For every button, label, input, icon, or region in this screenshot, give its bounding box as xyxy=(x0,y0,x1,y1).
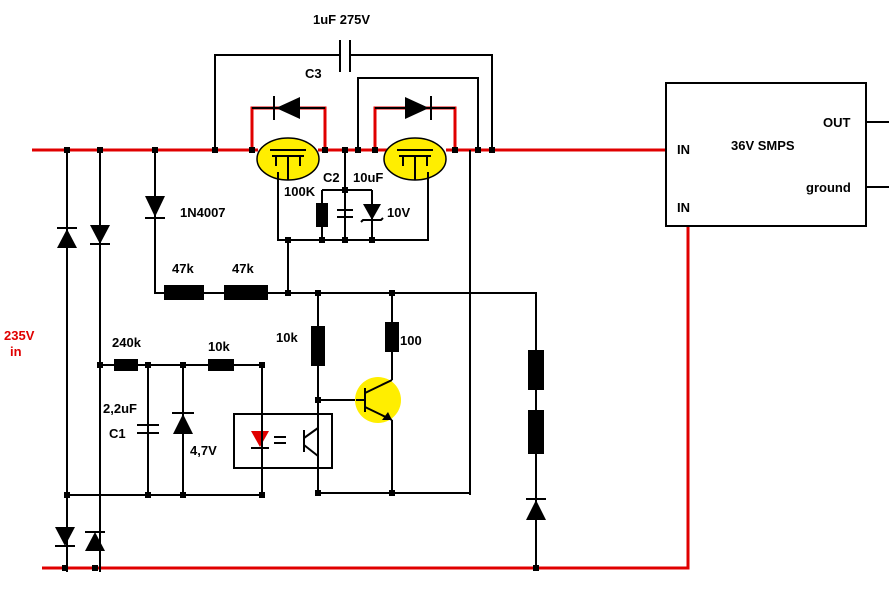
bridge-diodes-left xyxy=(55,150,110,572)
mains-line-top xyxy=(32,106,666,152)
r47k-a-label: 47k xyxy=(172,261,194,276)
transistor-stage xyxy=(311,293,470,494)
diode-label: 1N4007 xyxy=(180,205,226,220)
smps-ground-label: ground xyxy=(806,180,851,195)
mains-in-label: in xyxy=(10,344,22,359)
mosfet-left xyxy=(256,137,320,181)
mosfet-body-diode-left xyxy=(252,96,325,120)
c3-value-label: 1uF 275V xyxy=(313,12,370,27)
c3-capacitor xyxy=(214,40,493,150)
r47k-b-label: 47k xyxy=(232,261,254,276)
r100k-label: 100K xyxy=(284,184,316,199)
c1-value-label: 2,2uF xyxy=(103,401,137,416)
r240k-label: 240k xyxy=(112,335,142,350)
right-resistor-string xyxy=(526,350,546,568)
optocoupler xyxy=(233,413,333,469)
smps-in2-label: IN xyxy=(677,200,690,215)
smps-title: 36V SMPS xyxy=(731,138,795,153)
mains-voltage-label: 235V xyxy=(4,328,35,343)
smps-out-label: OUT xyxy=(823,115,851,130)
c1-name-label: C1 xyxy=(109,426,126,441)
zener10-label: 10V xyxy=(387,205,410,220)
r10k-a-label: 10k xyxy=(208,339,230,354)
mosfet-right xyxy=(383,137,447,181)
c2-name-label: C2 xyxy=(323,170,340,185)
r10k-b-label: 10k xyxy=(276,330,298,345)
smps-in1-label: IN xyxy=(677,142,690,157)
zener47-label: 4,7V xyxy=(190,443,217,458)
junction-dots xyxy=(62,147,539,571)
c2-value-label: 10uF xyxy=(353,170,383,185)
smps-block xyxy=(665,82,889,227)
mosfet-body-diode-right xyxy=(375,96,455,120)
mains-line-bottom xyxy=(42,225,690,570)
r100-label: 100 xyxy=(400,333,422,348)
led-driver-network xyxy=(67,359,263,496)
c3-name-label: C3 xyxy=(305,66,322,81)
